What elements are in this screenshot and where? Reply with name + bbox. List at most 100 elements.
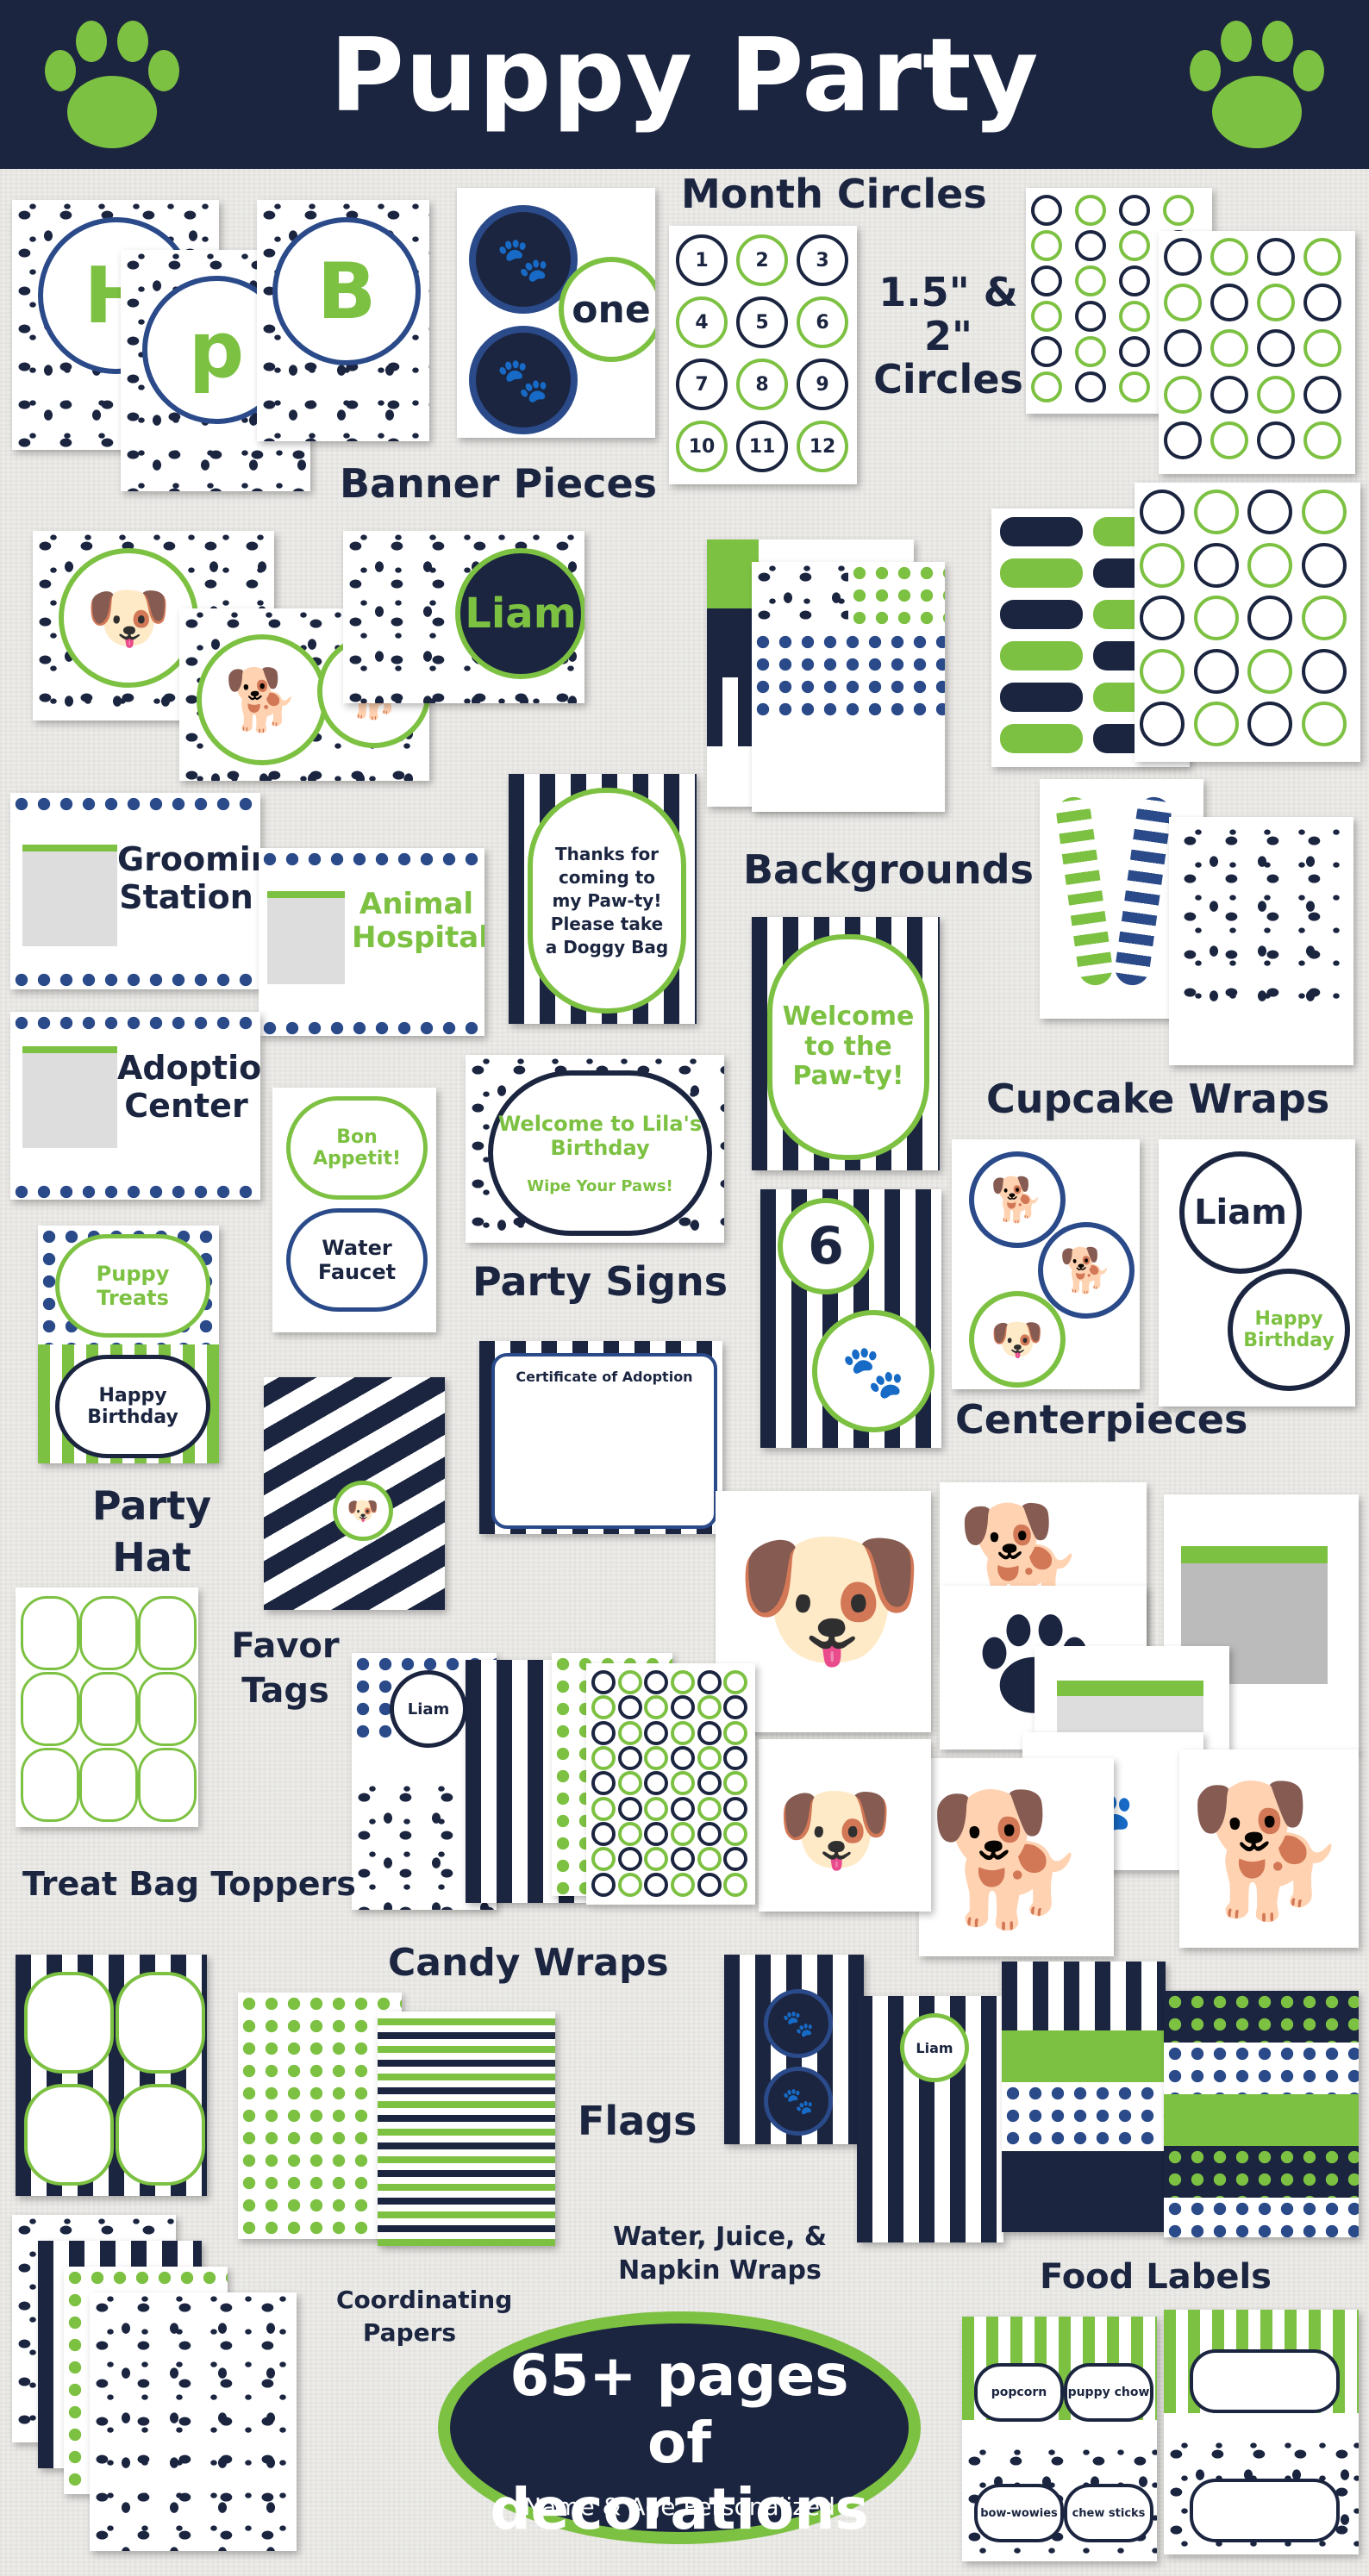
header: Puppy Party — [0, 0, 1369, 169]
food-label-card: popcorn puppy chow bow-wowies chew stick… — [962, 2317, 1157, 2561]
swatch-navy — [707, 608, 759, 677]
centerpiece-name: Liam — [1194, 1193, 1287, 1232]
decor-circle — [1140, 648, 1185, 694]
section-label-cupcake-wraps: Cupcake Wraps — [986, 1076, 1330, 1122]
wrap-name: Liam — [916, 2039, 953, 2056]
decor-circle — [1301, 542, 1347, 588]
decor-circle — [671, 1720, 695, 1745]
favor-tag — [79, 1596, 138, 1670]
pug-icon: 🐶 — [85, 577, 172, 658]
decor-circle — [591, 1695, 616, 1720]
month-number: 9 — [816, 373, 829, 396]
dalmatian-circle: 🐕 — [1038, 1222, 1135, 1319]
decor-circle — [1210, 284, 1248, 322]
water-wrap-card: 🐾 🐾 — [724, 1955, 864, 2144]
decor-circle — [1193, 490, 1239, 534]
decor-circle — [1257, 329, 1295, 368]
wrap-polka — [1002, 2082, 1166, 2151]
favor-tag — [138, 1672, 197, 1746]
decor-circle — [697, 1796, 722, 1821]
food-label-text: puppy chow — [1067, 2386, 1150, 2399]
bone-label — [1000, 558, 1083, 588]
wrap-band — [1164, 2198, 1359, 2237]
favor-tag — [138, 1596, 197, 1670]
decor-circle — [723, 1670, 748, 1694]
water-text: Water Faucet — [317, 1236, 397, 1284]
welcome-oval: Welcome to the Paw-ty! — [767, 934, 929, 1160]
paw-icon: 🐾 — [782, 2008, 815, 2039]
certificate-title: Certificate of Adoption — [516, 1369, 693, 1385]
swatch-dots — [752, 562, 848, 631]
terrier-circle: 🐕 — [197, 634, 328, 765]
bday-circle: Happy Birthday — [1228, 1269, 1350, 1391]
favor-tag — [21, 1748, 79, 1822]
water-wrap-card — [1164, 1991, 1359, 2237]
favor-tag — [79, 1672, 138, 1746]
decor-circle — [1303, 238, 1341, 276]
favor-tag — [21, 1672, 79, 1746]
thanks-sign: Thanks for coming to my Paw-ty! Please t… — [509, 774, 697, 1024]
food-label-card — [1164, 2310, 1359, 2554]
paw-icon: 🐾 — [496, 354, 551, 405]
bon-sign: Bon Appetit! Water Faucet — [272, 1088, 436, 1332]
thanks-oval: Thanks for coming to my Paw-ty! Please t… — [528, 788, 686, 1014]
welcome-lila-text: Welcome to Lila's Birthday — [497, 1111, 703, 1160]
decor-circle — [1247, 490, 1292, 534]
decor-circle — [697, 1746, 722, 1770]
decor-circle — [644, 1771, 669, 1796]
water-wrap-card — [1002, 1962, 1166, 2232]
treats-sign: Puppy Treats Happy Birthday — [38, 1226, 219, 1463]
welcome-text: Welcome to the Paw-ty! — [782, 1001, 915, 1092]
decor-circle — [617, 1872, 642, 1897]
decor-circle — [1119, 265, 1150, 296]
paw-circle: 🐾 — [469, 326, 578, 434]
centerpiece-six: 6 — [808, 1216, 844, 1276]
decor-circle — [1164, 329, 1202, 368]
month-circle: 7 — [676, 359, 728, 410]
decor-circle — [591, 1771, 616, 1796]
sign-border — [10, 1181, 260, 1200]
decor-circle — [1164, 421, 1202, 459]
sign-border — [10, 969, 260, 989]
decor-circle — [723, 1872, 748, 1897]
topper-label — [116, 2084, 205, 2186]
banner-letter: p — [188, 304, 245, 396]
favor-tag — [138, 1748, 197, 1822]
lila-sign: Welcome to Lila's Birthday Wipe Your Paw… — [466, 1055, 724, 1243]
name-circle: Liam — [455, 548, 584, 679]
decor-circle — [591, 1796, 616, 1821]
decor-circle — [1257, 375, 1295, 414]
decor-circle — [1193, 648, 1239, 694]
pug-icon: 🐶 — [990, 1313, 1045, 1364]
bone-label — [1000, 600, 1083, 629]
grooming-sign: Grooming Station — [10, 793, 260, 989]
decor-circle — [1031, 195, 1062, 226]
paw-icon: 🐾 — [782, 2086, 815, 2117]
decor-circle — [591, 1872, 616, 1897]
swatch-polka — [848, 562, 945, 631]
month-number: 2 — [755, 249, 769, 271]
backgrounds-card — [752, 562, 945, 812]
pug-circle: 🐶 — [333, 1481, 393, 1541]
thanks-text: Thanks for coming to my Paw-ty! Please t… — [545, 843, 669, 957]
wrap-dots — [1178, 826, 1345, 1024]
decor-circle — [591, 1670, 616, 1694]
decor-circle — [671, 1872, 695, 1897]
badge-line3: Name & Age Personalized — [523, 2492, 835, 2521]
cupcake-toppers-card — [1135, 483, 1360, 762]
decor-circle — [1303, 329, 1341, 368]
month-circle: 2 — [736, 234, 788, 286]
paw-icon-left — [45, 21, 179, 148]
section-label-month-circles: Month Circles — [681, 171, 987, 217]
dogs-cutout: 🐶 — [759, 1739, 931, 1912]
section-label-centerpieces: Centerpieces — [955, 1396, 1248, 1443]
dalmatian-icon: 🐕 — [928, 1785, 1089, 1935]
decor-circle — [1303, 375, 1341, 414]
decor-circle — [1164, 284, 1202, 322]
decor-circle — [697, 1670, 722, 1694]
decor-circle — [617, 1670, 642, 1694]
decor-circle — [1140, 490, 1185, 534]
decor-circle — [1247, 702, 1292, 747]
bone-label — [1000, 724, 1083, 753]
decor-circle — [697, 1872, 722, 1897]
